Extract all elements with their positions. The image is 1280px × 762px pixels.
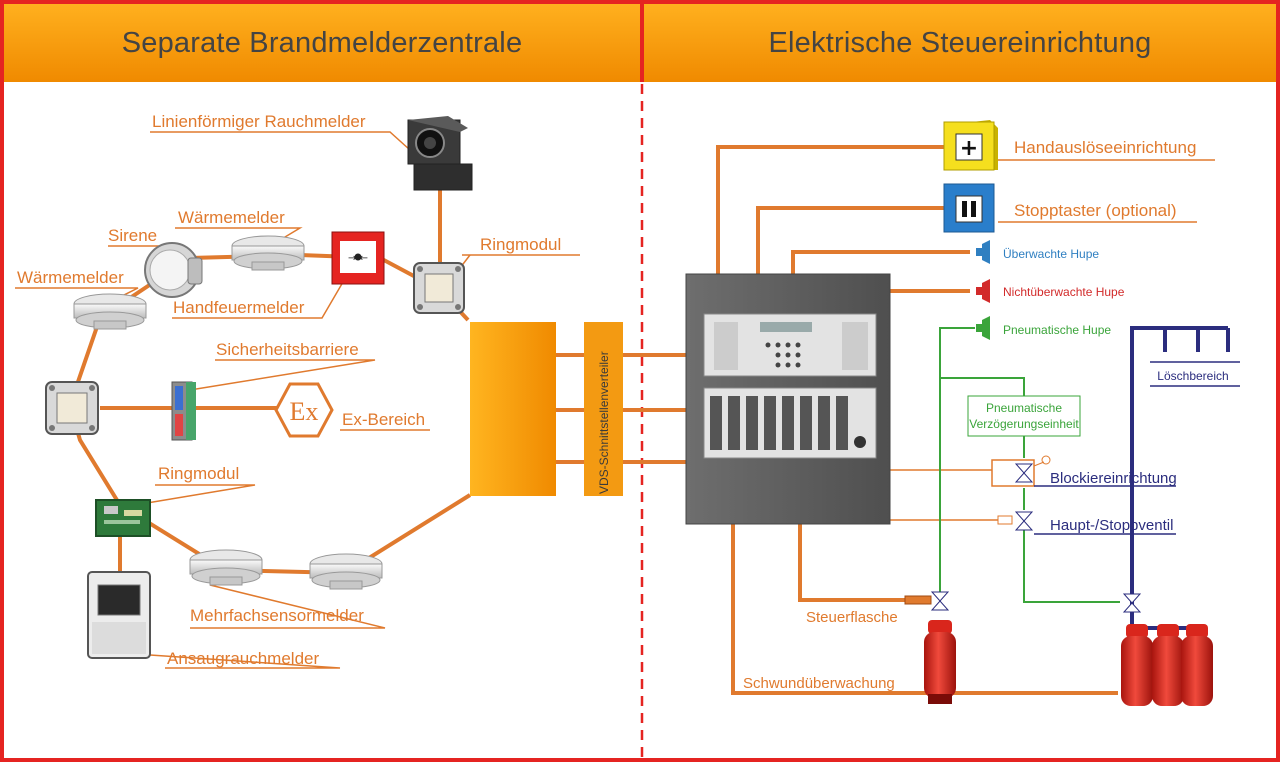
label-ring-module-bottom: Ringmodul xyxy=(158,464,239,483)
label-control-bottle: Steuerflasche xyxy=(806,609,898,626)
extinguishing-cylinder-1 xyxy=(1121,624,1153,706)
ring-module-left xyxy=(45,381,99,435)
vds-distributor-label: VDS-Schnittstellenverteiler xyxy=(597,351,611,494)
label-extinguishing-area: Löschbereich xyxy=(1157,369,1228,383)
monitored-horn xyxy=(976,240,990,264)
label-pneumatic-delay-2: Verzögerungseinheit xyxy=(969,417,1079,431)
linear-smoke-detector xyxy=(407,116,473,191)
extinguishing-cylinder-2 xyxy=(1152,624,1184,706)
multi-sensor-detector-1 xyxy=(189,549,263,586)
label-manual-release: Handauslöseeinrichtung xyxy=(1014,138,1196,157)
label-ring-module-top: Ringmodul xyxy=(480,235,561,254)
label-stop-button: Stopptaster (optional) xyxy=(1014,201,1177,220)
control-bottle-valve xyxy=(904,591,950,611)
label-heat-detector-left: Wärmemelder xyxy=(17,268,124,287)
label-multi-sensor: Mehrfachsensormelder xyxy=(190,606,364,625)
svg-text:→ ←: → ← xyxy=(348,253,368,264)
heat-detector-left xyxy=(73,293,147,330)
label-monitored-horn: Überwachte Hupe xyxy=(1003,247,1099,261)
label-pneumatic-horn: Pneumatische Hupe xyxy=(1003,323,1111,337)
header-divider xyxy=(640,0,644,82)
main-stop-valve xyxy=(997,511,1034,531)
siren xyxy=(144,242,203,298)
pause-icon xyxy=(962,201,967,217)
control-cylinder xyxy=(924,620,956,704)
plus-icon: + xyxy=(960,136,978,161)
heat-detector-top xyxy=(231,235,305,271)
unmonitored-horn xyxy=(976,279,990,303)
label-linear-smoke: Linienförmiger Rauchmelder xyxy=(152,112,366,131)
cylinder-bank-valve xyxy=(1122,593,1142,613)
header-right-title: Elektrische Steuereinrichtung xyxy=(768,26,1152,59)
label-shrink-monitoring: Schwundüberwachung xyxy=(743,675,895,692)
label-siren: Sirene xyxy=(108,226,157,245)
safety-barrier xyxy=(171,381,196,441)
control-cables-thin xyxy=(890,159,1215,521)
label-blocking-device: Blockiereinrichtung xyxy=(1050,470,1177,487)
control-cables xyxy=(716,145,1118,695)
label-pneumatic-delay-1: Pneumatische xyxy=(986,401,1062,415)
ex-symbol-text: Ex xyxy=(290,397,319,426)
header-left: Separate Brandmelderzentrale xyxy=(4,4,640,82)
ex-area-symbol: Ex xyxy=(274,382,334,438)
ring-module-top xyxy=(413,262,465,314)
multi-sensor-detector-2 xyxy=(309,553,383,590)
vds-distributor xyxy=(584,322,623,496)
extinguishing-cylinder-3 xyxy=(1181,624,1213,706)
pneumatic-horn xyxy=(976,316,990,340)
header-left-title: Separate Brandmelderzentrale xyxy=(121,26,523,59)
label-safety-barrier: Sicherheitsbarriere xyxy=(216,340,359,359)
header-right: Elektrische Steuereinrichtung xyxy=(644,4,1276,82)
control-panel xyxy=(685,273,891,525)
label-ex-area: Ex-Bereich xyxy=(342,410,425,429)
label-manual-call-point: Handfeuermelder xyxy=(173,298,305,317)
ring-module-bottom xyxy=(95,499,151,537)
fire-panel-block xyxy=(470,322,556,496)
manual-call-point: → ← xyxy=(331,231,385,285)
label-unmonitored-horn: Nichtüberwachte Hupe xyxy=(1003,285,1125,299)
blocking-device xyxy=(991,455,1051,487)
manual-release-device: + xyxy=(943,120,998,171)
label-aspirating: Ansaugrauchmelder xyxy=(167,649,319,668)
aspirating-detector xyxy=(87,571,151,659)
pneumatic-delay-box xyxy=(967,395,1081,437)
label-main-stop-valve: Haupt-/Stoppventil xyxy=(1050,517,1173,534)
label-heat-detector-top: Wärmemelder xyxy=(178,208,285,227)
pneumatic-lines xyxy=(939,327,1120,603)
stop-button-device xyxy=(943,183,995,233)
